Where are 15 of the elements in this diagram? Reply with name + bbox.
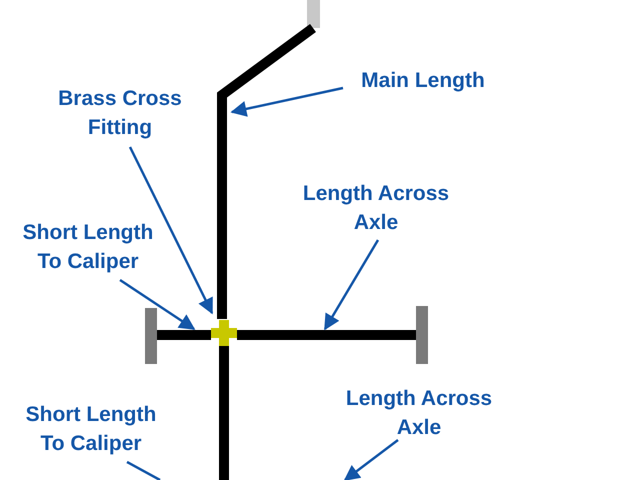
callout-label: Short Length To Caliper xyxy=(16,400,166,458)
leader-line xyxy=(128,146,214,314)
leader-line xyxy=(119,278,196,330)
leader-line xyxy=(230,86,344,117)
callout-label: Length Across Axle xyxy=(324,384,514,442)
leader-line xyxy=(344,439,399,480)
cross-fitting xyxy=(211,320,237,346)
brake-pipe xyxy=(157,330,211,340)
callout-label: Short Length To Caliper xyxy=(13,218,163,276)
leader-line xyxy=(324,239,380,330)
callout-label: Main Length xyxy=(343,66,503,95)
callout-label: Brass Cross Fitting xyxy=(40,84,200,142)
brake-pipe xyxy=(237,330,416,340)
leader-line xyxy=(126,460,161,480)
callout-label: Length Across Axle xyxy=(281,179,471,237)
